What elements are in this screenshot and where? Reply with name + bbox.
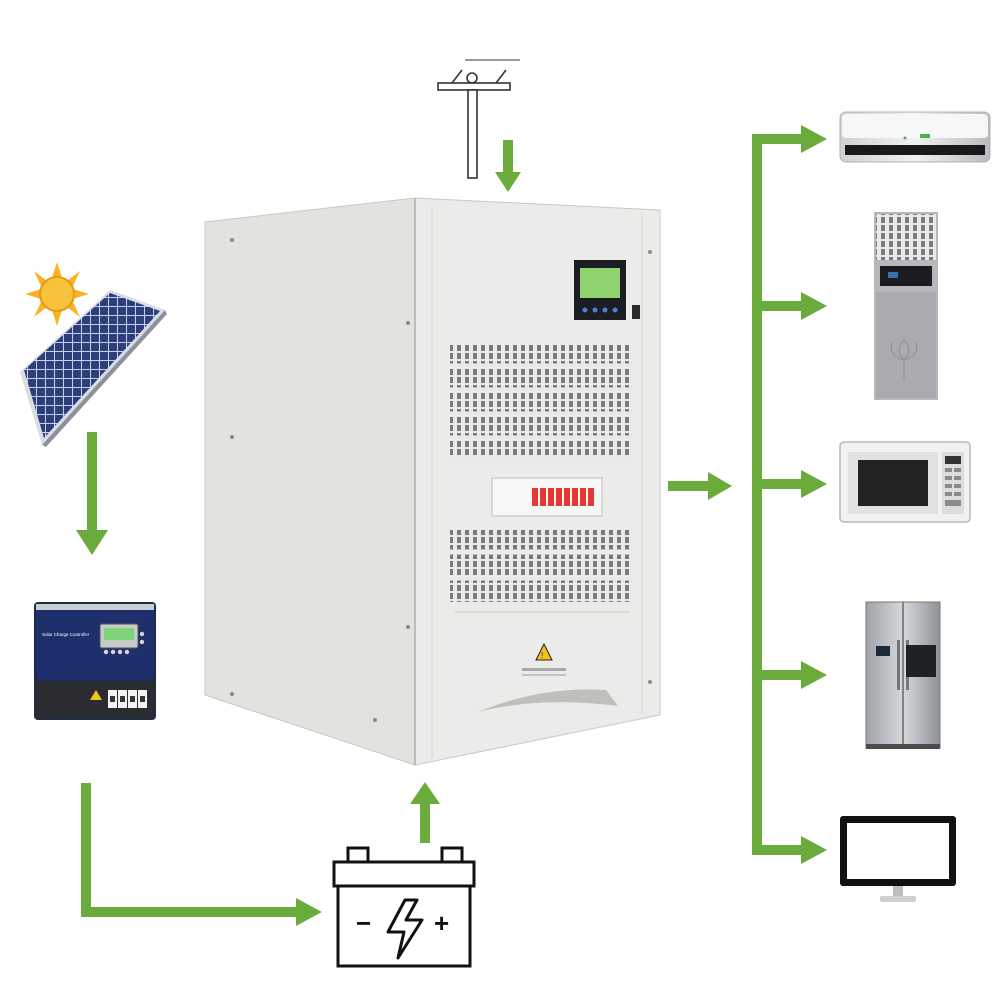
battery-icon	[332, 846, 476, 968]
standing-ac	[874, 212, 938, 400]
controller-button[interactable]	[103, 649, 109, 655]
controller-button[interactable]	[117, 649, 123, 655]
controller-label: Solar Charge Controller	[42, 632, 90, 637]
warning-triangle-icon	[90, 690, 102, 700]
arrow-battery-to-inverter	[410, 782, 440, 843]
cabinet-handle	[478, 689, 618, 712]
flow-arrows	[76, 125, 827, 926]
breaker-switch[interactable]	[540, 488, 546, 506]
solar-panel	[20, 290, 167, 447]
breaker-switch[interactable]	[548, 488, 554, 506]
display-button[interactable]	[612, 307, 618, 313]
inverter-cabinet: !	[204, 197, 661, 766]
arrow-controller-to-battery	[81, 783, 322, 926]
controller-button[interactable]	[139, 631, 145, 637]
inverter-display	[574, 260, 626, 320]
battery-plus-label: +	[434, 908, 449, 938]
breaker-switch[interactable]	[580, 488, 586, 506]
breaker-switch[interactable]	[532, 488, 538, 506]
arrow-to-standing-ac	[752, 292, 827, 320]
warning-triangle-icon: !	[535, 642, 553, 661]
display-button[interactable]	[592, 307, 598, 313]
controller-breakers	[108, 690, 147, 708]
breaker-switch[interactable]	[564, 488, 570, 506]
sun-icon	[25, 262, 89, 326]
battery-minus-label: −	[356, 908, 371, 938]
controller-button[interactable]	[139, 639, 145, 645]
monitor	[840, 816, 956, 902]
microwave	[839, 441, 971, 523]
key-switch[interactable]	[632, 305, 640, 319]
arrow-to-refrigerator	[752, 661, 827, 689]
utility-pole-icon	[437, 59, 520, 179]
display-button[interactable]	[582, 307, 588, 313]
breaker-switch[interactable]	[572, 488, 578, 506]
air-conditioner	[839, 111, 991, 163]
breaker-switch[interactable]	[556, 488, 562, 506]
display-button[interactable]	[602, 307, 608, 313]
lower-vent-grille	[450, 530, 632, 602]
arrow-solar-to-controller	[76, 432, 108, 555]
charge-controller: Solar Charge Controller	[34, 602, 156, 720]
refrigerator	[865, 601, 941, 749]
arrow-grid-to-inverter	[495, 140, 521, 192]
arrow-inverter-to-loads	[668, 472, 732, 500]
controller-button[interactable]	[124, 649, 130, 655]
breaker-panel	[491, 477, 603, 517]
arrow-to-monitor	[752, 836, 827, 864]
arrow-to-microwave	[752, 470, 827, 498]
controller-button[interactable]	[110, 649, 116, 655]
svg-text:!: !	[541, 651, 543, 660]
arrow-to-air-conditioner	[752, 125, 827, 153]
breaker-switch[interactable]	[588, 488, 594, 506]
